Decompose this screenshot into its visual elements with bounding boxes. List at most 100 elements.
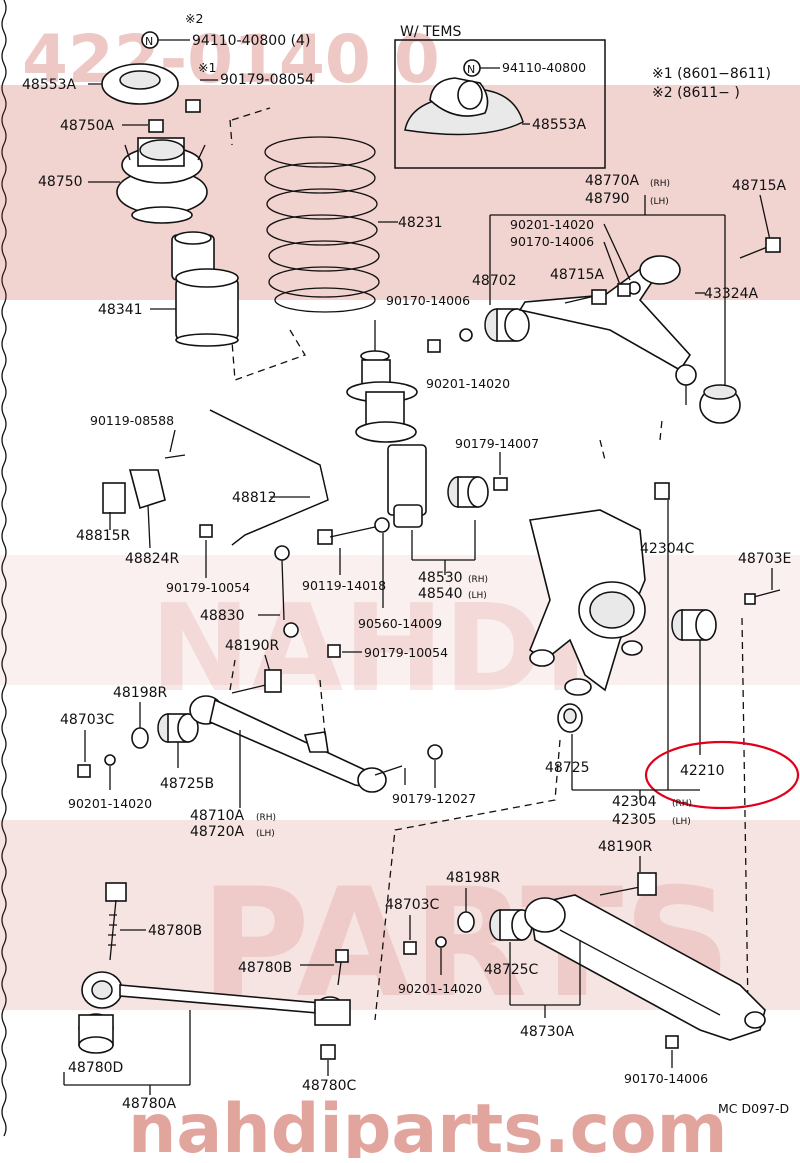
bolt-48780B-short	[335, 949, 349, 986]
bolt-48780B-long	[105, 882, 127, 961]
label-94110-40800-4: 94110-40800 (4)	[192, 33, 310, 49]
label-42305: 42305	[612, 812, 657, 828]
label-48702: 48702	[472, 273, 517, 289]
tems-nut-symbol: N	[463, 59, 481, 77]
label-42304: 42304	[612, 794, 657, 810]
nut-90170-mid	[427, 339, 441, 353]
label-48715A-top: 48715A	[732, 178, 787, 194]
label-48780C: 48780C	[302, 1078, 357, 1094]
washer-90201-bl	[104, 754, 116, 766]
label-42304C: 42304C	[640, 541, 695, 557]
upper-arm-48770A	[518, 255, 697, 405]
label-90560-14009: 90560-14009	[358, 616, 442, 631]
label-48198R-left: 48198R	[113, 685, 168, 701]
bracket-48815R	[102, 482, 126, 514]
highlight-42210	[644, 740, 800, 810]
boot-43324A	[699, 384, 741, 424]
label-90179-10054-b: 90179-10054	[364, 645, 448, 660]
label-48710A-rh: (RH)	[256, 813, 276, 823]
label-48730A: 48730A	[520, 1024, 575, 1040]
label-90179-14007: 90179-14007	[455, 436, 539, 451]
label-48190R-bot: 48190R	[598, 839, 653, 855]
watermark-band-2	[0, 555, 800, 685]
bolt-48190R-top	[231, 669, 282, 694]
bolt-48715A-mid	[564, 289, 607, 305]
nut-90179-10054-b	[327, 644, 341, 658]
label-90201-14020-bl: 90201-14020	[68, 796, 152, 811]
cam-48198R-bot	[457, 911, 475, 933]
label-48725: 48725	[545, 760, 590, 776]
label-48815R: 48815R	[76, 528, 131, 544]
label-48703C-bot: 48703C	[385, 897, 440, 913]
bushing-48725	[557, 703, 583, 733]
label-tems-94110-40800: 94110-40800	[502, 60, 586, 75]
label-43324A: 43324A	[704, 286, 759, 302]
strut-rod-48780A	[81, 971, 351, 1026]
label-90119-08588: 90119-08588	[90, 413, 174, 428]
label-42210: 42210	[680, 763, 725, 779]
nut-94110-symbol: N	[141, 31, 159, 49]
label-90119-14018: 90119-14018	[302, 578, 386, 593]
label-90170-14006-mid: 90170-14006	[386, 293, 470, 308]
upper-support-48750	[116, 137, 208, 224]
label-48780B-a: 48780B	[148, 923, 202, 939]
coil-spring-48231	[264, 136, 380, 313]
label-48750A: 48750A	[60, 118, 115, 134]
tems-support-part	[404, 77, 524, 136]
label-48231: 48231	[398, 215, 443, 231]
cap-48553A	[101, 63, 179, 105]
stabilizer-link-48830	[274, 545, 299, 638]
bushing-48780D	[78, 1013, 114, 1054]
label-48770A-rh: (RH)	[650, 179, 670, 189]
label-48780D: 48780D	[68, 1060, 123, 1076]
label-48715A-mid: 48715A	[550, 267, 605, 283]
svg-text:N: N	[467, 63, 475, 76]
label-42305-lh: (LH)	[672, 817, 691, 827]
bolt-90119-14018	[317, 517, 390, 545]
label-90170-14006-bot: 90170-14006	[624, 1071, 708, 1086]
nut-48750A	[148, 119, 164, 133]
bushing-48725B	[157, 713, 199, 743]
label-48198R-bot: 48198R	[446, 870, 501, 886]
label-note1: ※1	[198, 60, 216, 75]
label-48725B: 48725B	[160, 776, 214, 792]
lower-arm-48730A	[524, 894, 766, 1041]
label-48770A: 48770A	[585, 173, 640, 189]
label-48710A: 48710A	[190, 808, 245, 824]
bracket-48824R	[128, 469, 166, 510]
nut-90170-bot	[665, 1035, 679, 1049]
label-48530: 48530	[418, 570, 463, 586]
bushing-48530	[447, 476, 489, 508]
label-48830: 48830	[200, 608, 245, 624]
label-48703E: 48703E	[738, 551, 791, 567]
label-42304-rh: (RH)	[672, 799, 692, 809]
nut-90179-08054	[185, 99, 201, 113]
nut-48703C-bot	[403, 941, 417, 955]
tems-box-title: W/ TEMS	[400, 24, 461, 40]
page-border-left	[1, 0, 7, 1137]
nut-48703C-left	[77, 764, 91, 778]
bolt-48703E	[744, 589, 781, 605]
bolt-90179-12027-arm	[374, 765, 403, 776]
label-48720A-lh: (LH)	[256, 829, 275, 839]
label-note2: ※2	[185, 11, 203, 26]
label-tems-48553A: 48553A	[532, 117, 587, 133]
label-48540-lh: (LH)	[468, 591, 487, 601]
bushing-48702	[484, 308, 530, 342]
washer-90201-mid	[459, 328, 473, 342]
bolt-48715A-top	[739, 237, 781, 259]
label-48790-lh: (LH)	[650, 197, 669, 207]
label-48540: 48540	[418, 586, 463, 602]
shock-absorber-48530	[346, 320, 427, 528]
label-90201-14020-top: 90201-14020	[510, 217, 594, 232]
serial-legend-row1: ※1 (8601−8611)	[652, 66, 771, 82]
collar-42304C	[654, 482, 670, 500]
cam-48198R-left	[131, 727, 149, 749]
label-48750: 48750	[38, 174, 83, 190]
bolt-90119-08588	[164, 454, 186, 459]
nut-48780C	[320, 1044, 336, 1060]
bushing-42210	[671, 609, 717, 641]
label-48190R-top: 48190R	[225, 638, 280, 654]
svg-text:N: N	[145, 35, 153, 48]
label-90201-14020-mid: 90201-14020	[426, 376, 510, 391]
